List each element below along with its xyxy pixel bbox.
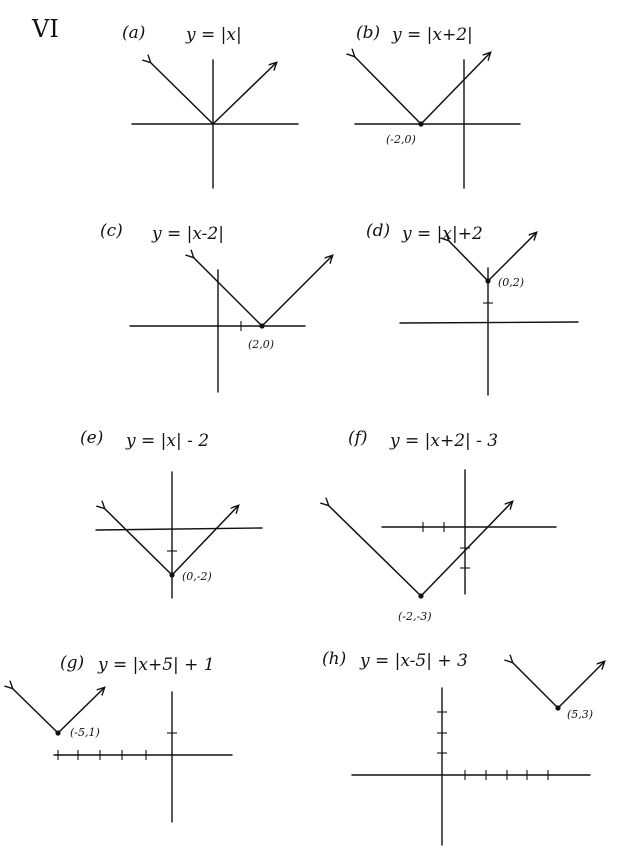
- panel-h-graph: [512, 662, 604, 709]
- panel-b: (b) y = |x+2| (-2,0): [354, 23, 521, 189]
- panel-e-vertex-point: [169, 572, 175, 578]
- panel-c: (c) y = |x-2| (2,0): [100, 221, 332, 393]
- panel-h: (h) y = |x-5| + 3 (5,3): [322, 649, 604, 846]
- panel-f-vertex-point: [418, 593, 424, 599]
- panel-b-vertex-label: (-2,0): [386, 133, 416, 146]
- panel-g-letter: (g): [60, 653, 84, 673]
- panel-h-letter: (h): [322, 649, 346, 669]
- panel-g-equation: y = |x+5| + 1: [97, 655, 215, 675]
- panel-e: (e) y = |x| - 2 (0,-2): [80, 428, 263, 599]
- panel-e-vertex-label: (0,-2): [182, 570, 212, 583]
- panel-f-letter: (f): [348, 428, 368, 448]
- panel-d-vertex-label: (0,2): [498, 276, 524, 289]
- panel-f-equation: y = |x+2| - 3: [389, 431, 498, 451]
- panel-c-vertex-point: [259, 323, 265, 329]
- panel-d-vertex-point: [485, 278, 491, 284]
- panel-a-letter: (a): [122, 23, 145, 43]
- panel-c-graph: [193, 256, 332, 327]
- panel-a-equation: y = |x|: [185, 25, 242, 45]
- panel-a: (a) y = |x|: [122, 23, 299, 189]
- panel-b-graph: [354, 53, 490, 125]
- panel-f: (f) y = |x+2| - 3 (-2,-3): [328, 428, 557, 623]
- panel-h-equation: y = |x-5| + 3: [359, 651, 468, 671]
- panel-d-equation: y = |x|+2: [401, 224, 483, 244]
- panel-d-letter: (d): [366, 221, 390, 241]
- panel-c-letter: (c): [100, 221, 123, 241]
- panel-h-vertex-label: (5,3): [567, 708, 593, 721]
- panel-c-equation: y = |x-2|: [151, 224, 224, 244]
- panel-e-equation: y = |x| - 2: [125, 431, 209, 451]
- panel-g-vertex-label: (-5,1): [70, 726, 100, 739]
- panel-c-vertex-label: (2,0): [248, 338, 274, 351]
- panel-b-letter: (b): [356, 23, 380, 43]
- panel-e-letter: (e): [80, 428, 103, 448]
- panel-d: (d) y = |x|+2 (0,2): [366, 221, 579, 396]
- section-numeral: VI: [31, 15, 59, 43]
- panel-f-vertex-label: (-2,-3): [398, 610, 432, 623]
- panel-h-vertex-point: [555, 705, 561, 711]
- panel-g-vertex-point: [55, 730, 61, 736]
- panel-b-equation: y = |x+2|: [391, 25, 473, 45]
- panel-b-vertex-point: [418, 121, 424, 127]
- panel-e-x-axis: [95, 527, 263, 531]
- panel-f-graph: [328, 502, 512, 597]
- panel-g: (g) y = |x+5| + 1 (-5,1): [12, 653, 233, 823]
- panel-d-x-axis: [399, 321, 579, 324]
- panel-e-graph: [104, 506, 238, 576]
- panel-a-graph: [150, 62, 276, 125]
